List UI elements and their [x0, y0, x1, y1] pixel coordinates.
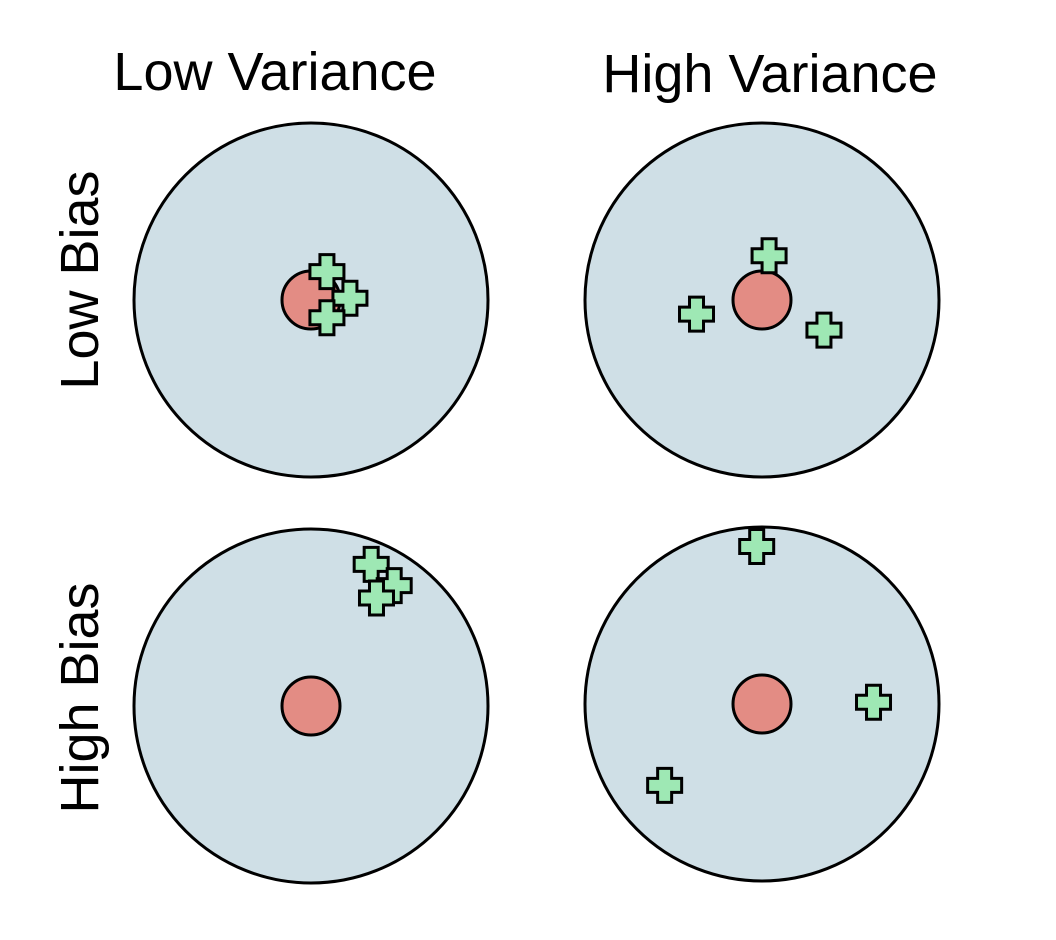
row-title-high-bias: High Bias [50, 582, 110, 813]
panel-high-bias-high-variance [583, 525, 941, 883]
column-title-low-variance: Low Variance [113, 42, 436, 102]
shot-marker-plus-icon [308, 299, 346, 337]
row-title-low-bias: Low Bias [50, 170, 110, 389]
shot-marker-plus-icon [357, 579, 395, 617]
shot-marker-plus-icon [750, 237, 788, 275]
shot-marker-plus-icon [308, 253, 346, 291]
shot-marker-plus-icon [646, 766, 684, 804]
shot-marker-plus-icon [331, 279, 369, 317]
shot-marker-plus-icon [738, 527, 776, 565]
bullseye [731, 269, 793, 331]
panel-low-bias-low-variance [132, 121, 490, 479]
panel-low-bias-high-variance [583, 121, 941, 479]
shot-marker-plus-icon [805, 311, 843, 349]
panel-high-bias-low-variance [132, 527, 490, 885]
shot-marker-plus-icon [678, 295, 716, 333]
bullseye [731, 673, 793, 735]
bullseye [280, 675, 342, 737]
column-title-high-variance: High Variance [602, 44, 937, 104]
shot-marker-plus-icon [855, 683, 893, 721]
shot-marker-plus-icon [375, 567, 413, 605]
target-panels [132, 121, 941, 885]
